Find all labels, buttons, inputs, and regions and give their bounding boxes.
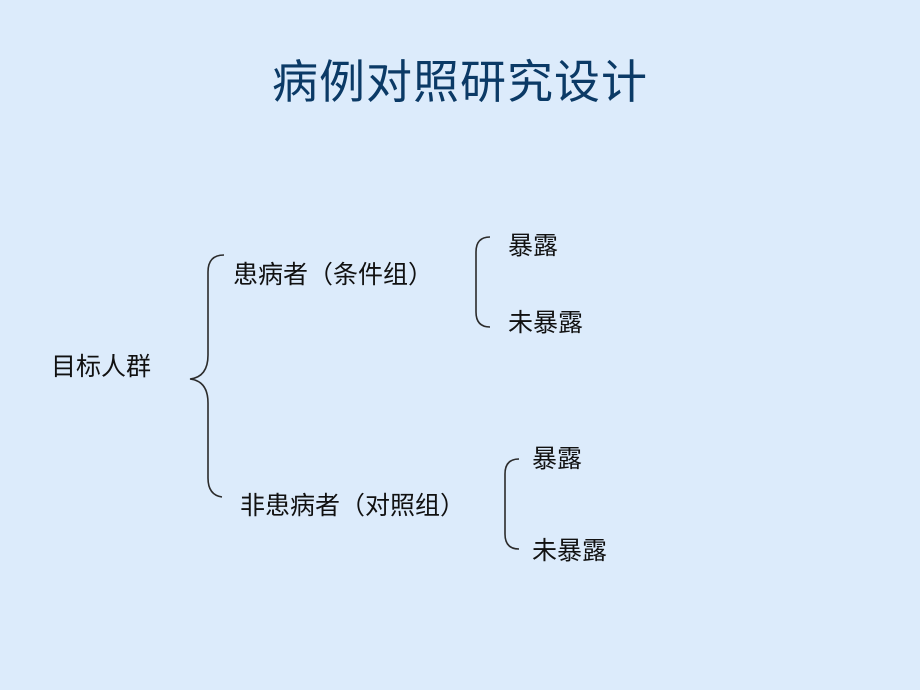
control-unexposed-label: 未暴露 xyxy=(532,536,608,565)
control-exposed-label: 暴露 xyxy=(532,444,583,473)
control-group-label: 非患病者（对照组） xyxy=(240,491,466,520)
case-group-label: 患病者（条件组） xyxy=(233,260,434,289)
case-group-bracket xyxy=(475,236,491,328)
root-population-label: 目标人群 xyxy=(51,352,152,381)
root-brace xyxy=(189,254,225,498)
slide-title: 病例对照研究设计 xyxy=(272,55,648,109)
case-exposed-label: 暴露 xyxy=(508,231,559,260)
control-group-bracket xyxy=(504,458,520,550)
case-unexposed-label: 未暴露 xyxy=(508,308,584,337)
